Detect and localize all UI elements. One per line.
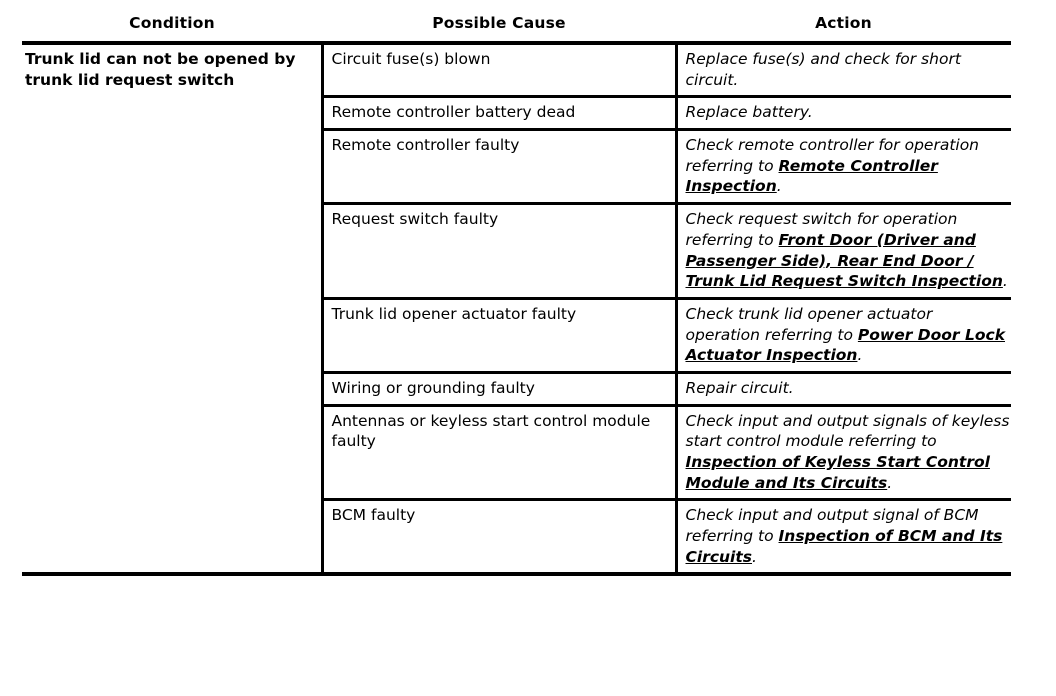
table-row: Trunk lid can not be opened by trunk lid… (22, 43, 1011, 577)
action-cell: Check remote controller for operation re… (674, 129, 1011, 206)
action-cell: Replace battery. (674, 96, 1011, 132)
action-cell: Check input and output signals of keyles… (674, 405, 1011, 502)
column-header-possible-cause: Possible Cause (322, 14, 676, 45)
page-right-clip-mask (1011, 0, 1056, 696)
cause-cell: Antennas or keyless start control module… (320, 405, 676, 502)
cause-cell: Trunk lid opener actuator faulty (320, 298, 676, 374)
action-reference-link[interactable]: Remote Controller Inspection (685, 156, 938, 196)
column-header-condition: Condition (22, 14, 322, 45)
action-reference-link[interactable]: Inspection of Keyless Start Control Modu… (685, 453, 990, 492)
column-header-action: Action (676, 14, 1011, 45)
action-text: Check request switch for operation refer… (685, 210, 958, 249)
action-reference-link[interactable]: Inspection of BCM and Its Circuits (685, 527, 1003, 566)
action-cell: Repair circuit. (674, 372, 1011, 407)
action-text: Check remote controller for operation re… (685, 136, 980, 175)
cause-cell: BCM faulty (320, 499, 676, 577)
action-cell: Check input and output signal of BCM ref… (674, 499, 1011, 577)
table-row: Request switch faulty Check request swit… (22, 203, 1011, 300)
action-cell: Check request switch for operation refer… (674, 203, 1011, 300)
table-row: Antennas or keyless start control module… (22, 405, 1011, 502)
table-row: Remote controller battery dead Replace b… (22, 96, 1011, 132)
table-row: BCM faulty Check input and output signal… (22, 499, 1011, 577)
action-text: Check trunk lid opener actuator operatio… (685, 304, 933, 344)
table-header: Condition Possible Cause Action (22, 14, 1011, 45)
cause-cell: Request switch faulty (320, 203, 676, 300)
action-text: Replace battery. (685, 103, 813, 122)
action-reference-link[interactable]: Front Door (Driver and Passenger Side), … (685, 230, 1003, 291)
action-text-suffix: . (1002, 272, 1008, 291)
condition-cell: Trunk lid can not be opened by trunk lid… (22, 43, 322, 577)
table-row: Trunk lid opener actuator faulty Check t… (22, 298, 1011, 374)
action-text: Repair circuit. (685, 378, 794, 397)
action-cell: Replace fuse(s) and check for short circ… (674, 43, 1011, 99)
table-row: Remote controller faulty Check remote co… (22, 129, 1011, 206)
action-text: Replace fuse(s) and check for short circ… (685, 50, 961, 89)
table-body: Trunk lid can not be opened by trunk lid… (22, 43, 1011, 577)
action-text: Check input and output signal of BCM ref… (685, 506, 979, 546)
cause-cell: Remote controller battery dead (320, 96, 676, 132)
action-cell: Check trunk lid opener actuator operatio… (674, 298, 1011, 374)
action-text-suffix: . (776, 177, 782, 196)
cause-cell: Remote controller faulty (320, 129, 676, 206)
action-text-suffix: . (752, 547, 757, 566)
action-reference-link[interactable]: Power Door Lock Actuator Inspection (685, 325, 1006, 365)
diagnostic-table: Condition Possible Cause Action Trunk li… (22, 14, 1011, 577)
table-row: Wiring or grounding faulty Repair circui… (22, 372, 1011, 407)
action-text: Check input and output signals of keyles… (685, 411, 1010, 451)
table-header-row: Condition Possible Cause Action (22, 14, 1011, 45)
diagnostic-table-wrapper: Condition Possible Cause Action Trunk li… (22, 14, 1011, 577)
cause-cell: Wiring or grounding faulty (320, 372, 676, 407)
action-text-suffix: . (887, 473, 893, 492)
cause-cell: Circuit fuse(s) blown (320, 43, 676, 99)
action-text-suffix: . (857, 346, 863, 365)
